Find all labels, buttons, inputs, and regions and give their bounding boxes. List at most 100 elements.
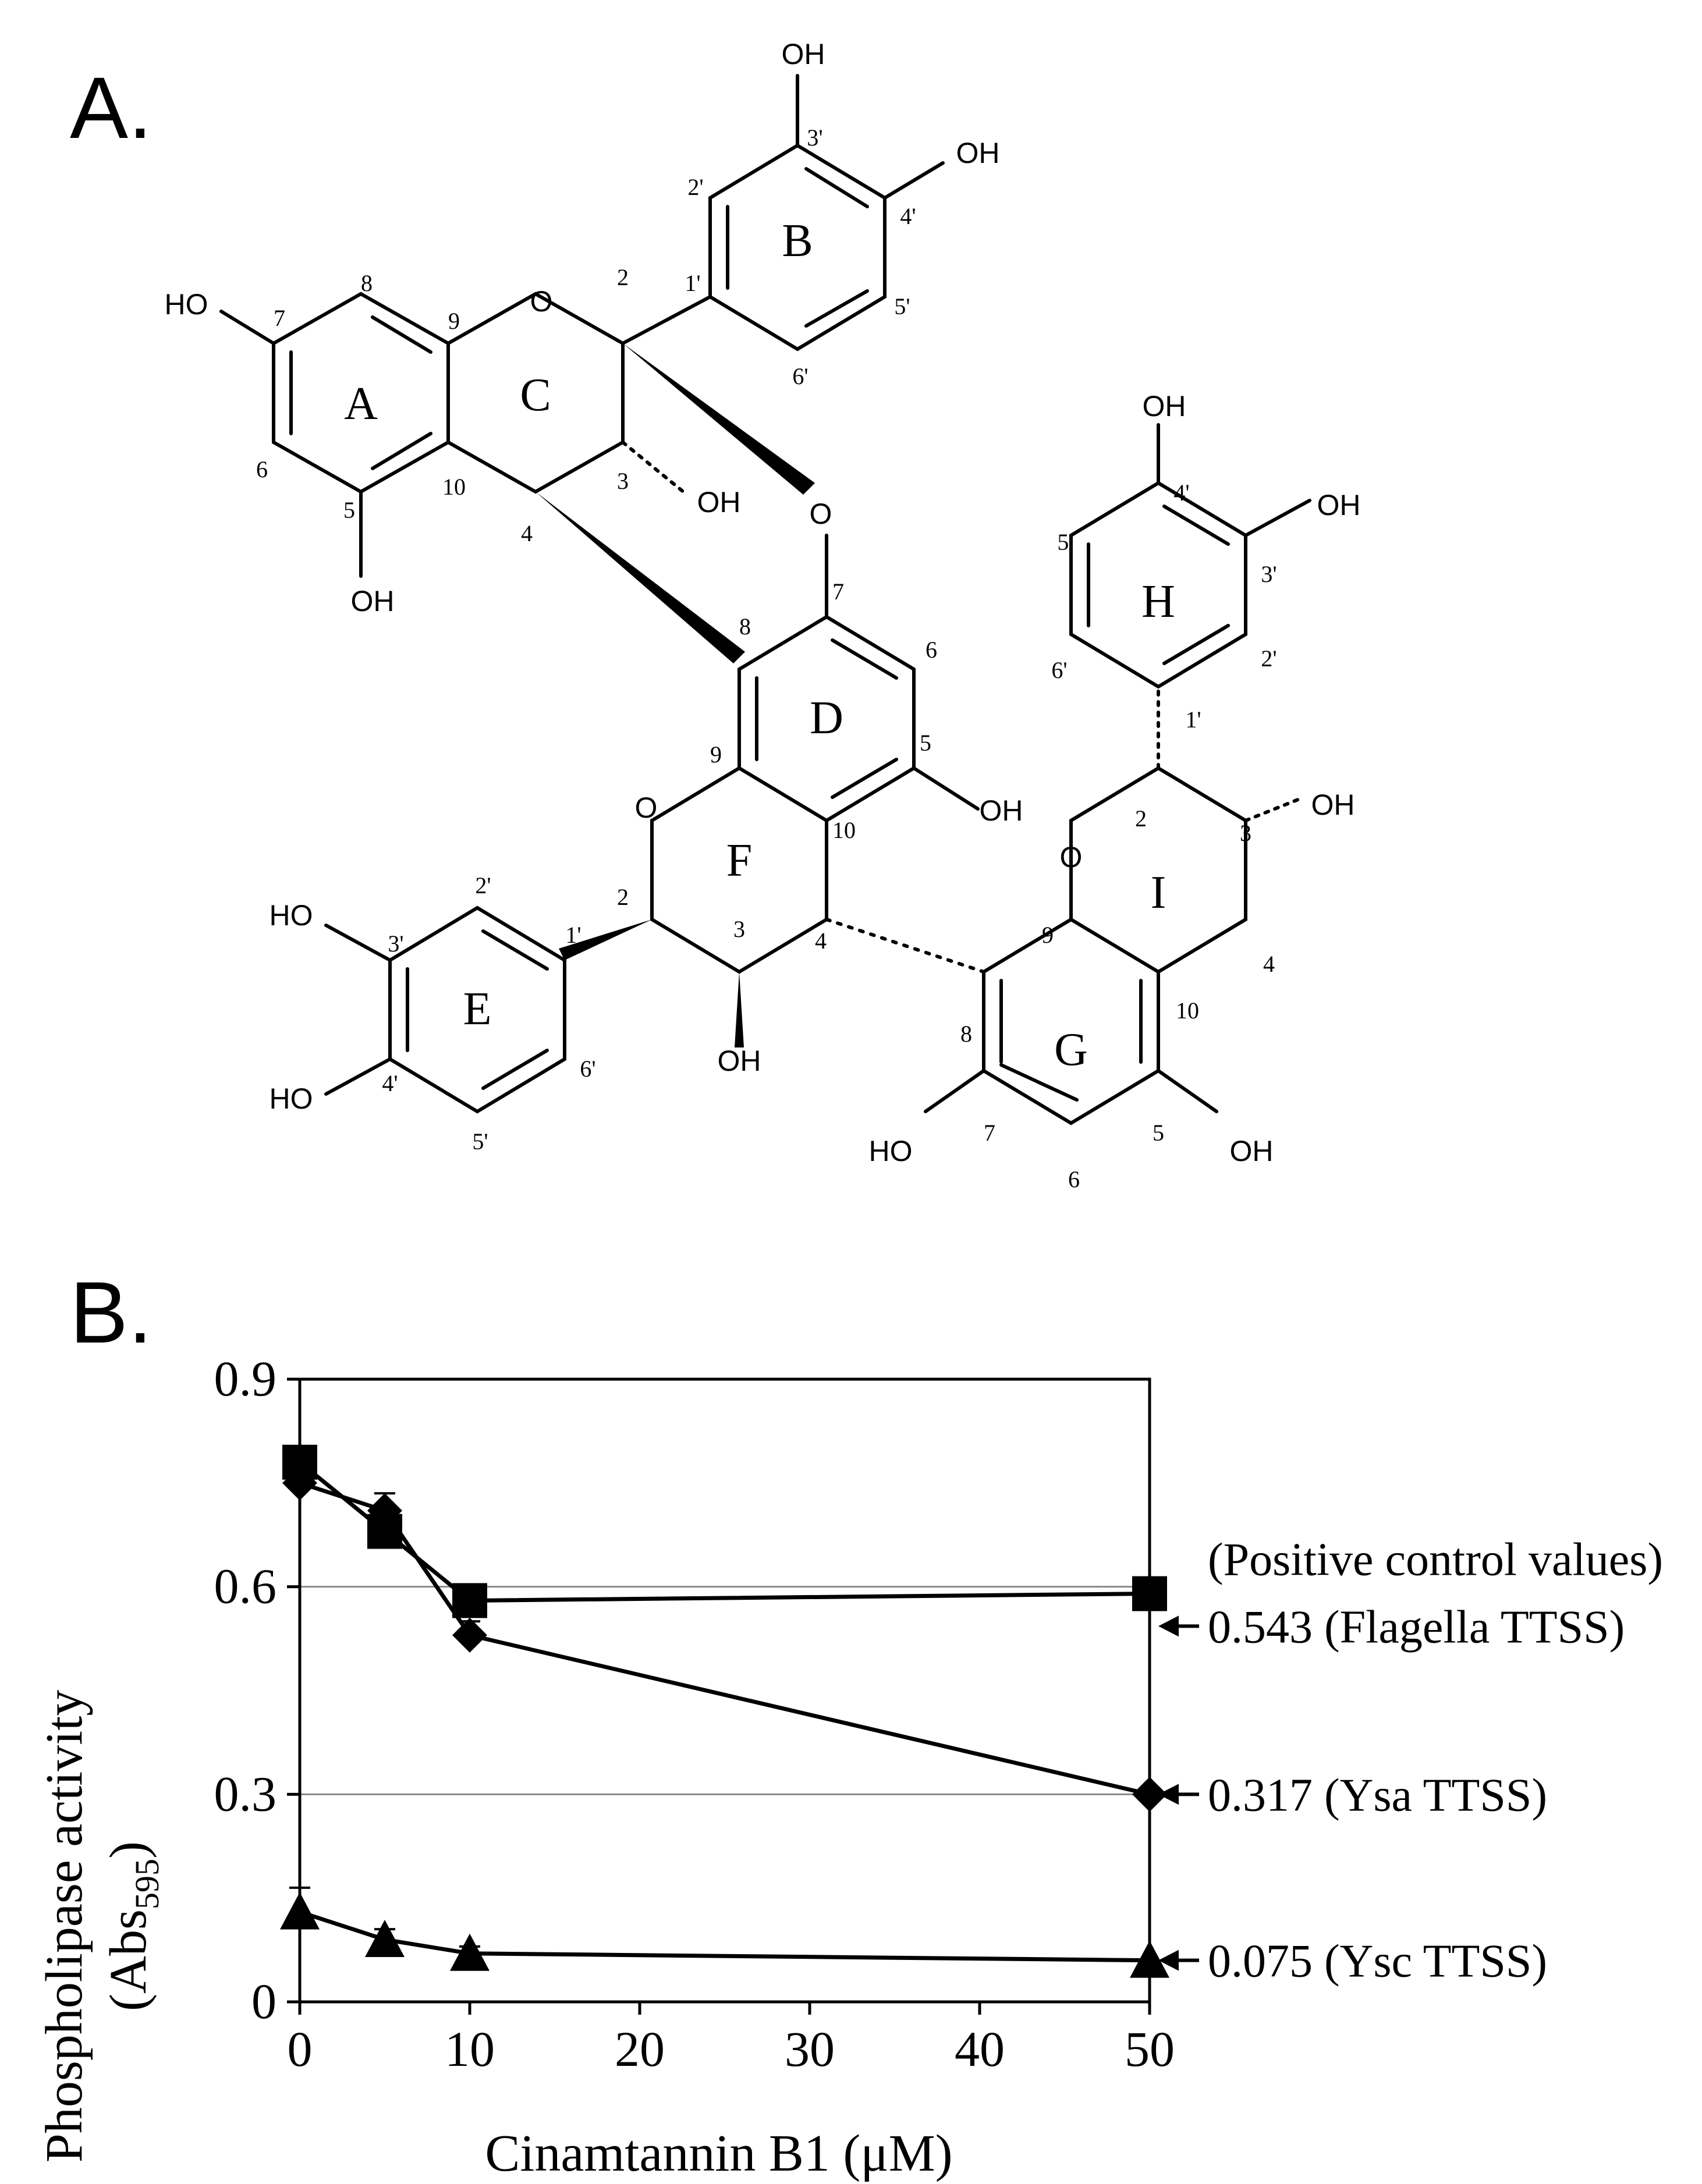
- position-g5: 5: [1153, 1120, 1164, 1146]
- annotation-arrow-head-2: [1158, 1949, 1179, 1971]
- ring-label-a: A: [344, 378, 378, 429]
- ring-label-i: I: [1151, 867, 1166, 918]
- position-i2: 2: [1135, 805, 1147, 832]
- position-a5: 5: [343, 497, 355, 523]
- marker-triangle-1: [365, 1920, 405, 1957]
- position-g7: 7: [984, 1120, 995, 1146]
- position-a10: 10: [442, 474, 466, 500]
- position-b5: 5': [894, 293, 910, 319]
- position-a8: 8: [361, 270, 373, 296]
- marker-triangle-3: [1130, 1940, 1169, 1978]
- position-a9: 9: [448, 308, 460, 334]
- hydroxyl-b4: OH: [956, 137, 1000, 169]
- position-b2: 2': [687, 174, 703, 200]
- hydroxyl-e4: HO: [270, 1082, 313, 1115]
- annotation-arrow-head-0: [1158, 1615, 1179, 1637]
- oxygen-atom-bridge: O: [810, 498, 832, 530]
- position-e5: 5': [472, 1128, 488, 1155]
- y-tick-label-3: 0.9: [214, 1351, 277, 1407]
- hydroxyl-f3: OH: [718, 1045, 761, 1077]
- ring-label-f: F: [726, 835, 753, 886]
- y-axis-label-line1: Phospholipase activity: [36, 1690, 93, 2162]
- hydroxyl-e3: HO: [270, 899, 313, 932]
- position-d9: 9: [710, 741, 722, 768]
- annotation-header: (Positive control values): [1208, 1535, 1663, 1586]
- position-c2: 2: [617, 264, 629, 290]
- annotation-label-1: 0.317 (Ysa TTSS): [1208, 1770, 1547, 1821]
- y-axis-label-close: ): [100, 1841, 157, 1859]
- series-line-triangle: [299, 1910, 1150, 1963]
- x-tick-label-2: 20: [615, 2021, 665, 2077]
- position-h6: 6': [1051, 657, 1067, 683]
- marker-diamond-3: [1132, 1777, 1167, 1812]
- position-d8: 8: [739, 613, 751, 640]
- ring-label-e: E: [463, 983, 492, 1035]
- position-c4: 4: [521, 520, 533, 546]
- position-e2: 2': [475, 872, 491, 899]
- hydroxyl-g5: OH: [1230, 1135, 1274, 1167]
- position-d10: 10: [832, 817, 856, 843]
- position-g9: 9: [1042, 922, 1054, 948]
- position-b4: 4': [900, 203, 916, 229]
- series-line-diamond: [299, 1481, 1150, 1796]
- position-a7: 7: [274, 305, 285, 331]
- hydroxyl-i3: OH: [1311, 789, 1355, 821]
- chemical-structure-diagram: B A C D F E G H I O O O O OH OH HO OH OH…: [165, 38, 1361, 1192]
- position-e3: 3': [388, 931, 403, 957]
- position-i4: 4: [1263, 951, 1275, 977]
- oxygen-atom-i: O: [1060, 841, 1083, 873]
- position-g8: 8: [960, 1021, 972, 1047]
- position-d5: 5: [920, 730, 931, 756]
- position-h2: 2': [1261, 645, 1277, 672]
- position-h5: 5': [1057, 529, 1073, 555]
- oxygen-atom-f: O: [635, 791, 658, 824]
- ring-label-g: G: [1054, 1024, 1088, 1075]
- x-tick-label-1: 10: [445, 2021, 495, 2077]
- position-h3: 3': [1261, 561, 1277, 587]
- annotation-label-0: 0.543 (Flagella TTSS): [1208, 1601, 1625, 1653]
- marker-triangle-0: [280, 1892, 320, 1930]
- marker-diamond-0: [282, 1465, 317, 1501]
- y-axis-label-line2: (Abs595): [100, 1841, 166, 2011]
- ring-label-d: D: [810, 693, 843, 744]
- annotation-label-2: 0.075 (Ysc TTSS): [1208, 1936, 1547, 1987]
- position-e1: 1': [565, 922, 581, 948]
- position-h4: 4': [1173, 480, 1189, 506]
- panel-label-b: B.: [70, 1263, 153, 1361]
- y-tick-label-0: 0: [251, 1973, 276, 2029]
- position-f4: 4: [815, 928, 827, 954]
- hydroxyl-g7: HO: [869, 1135, 913, 1167]
- marker-square-3: [1132, 1576, 1167, 1611]
- position-b1: 1': [685, 270, 700, 296]
- position-a6: 6: [256, 456, 268, 482]
- data-series: [280, 1444, 1169, 1978]
- position-g10: 10: [1176, 997, 1199, 1024]
- position-e6: 6': [580, 1056, 595, 1082]
- hydroxyl-h3: OH: [1317, 489, 1361, 521]
- marker-diamond-1: [367, 1493, 402, 1528]
- position-h1: 1': [1185, 706, 1201, 733]
- y-tick-label-2: 0.6: [214, 1558, 277, 1614]
- position-d7: 7: [832, 578, 844, 605]
- annotation-arrow-head-1: [1158, 1784, 1179, 1805]
- x-tick-label-4: 40: [955, 2021, 1005, 2077]
- ring-g-bonds: [982, 917, 1160, 1125]
- marker-square-2: [452, 1583, 487, 1618]
- hydroxyl-h4: OH: [1143, 390, 1186, 422]
- position-f3: 3: [733, 916, 745, 942]
- panel-label-a: A.: [70, 59, 153, 157]
- ring-label-c: C: [520, 370, 551, 421]
- hydroxyl-a7: HO: [165, 288, 208, 321]
- hydroxyl-a5: OH: [351, 585, 395, 617]
- x-tick-label-5: 50: [1125, 2021, 1175, 2077]
- hydroxyl-b3: OH: [782, 38, 825, 70]
- marker-triangle-2: [450, 1933, 490, 1971]
- y-axis-label: Phospholipase activity (Abs595): [36, 1690, 166, 2162]
- hydroxyl-c3: OH: [697, 486, 741, 519]
- gridlines: [300, 1586, 1150, 1795]
- series-line-square: [298, 1460, 1150, 1603]
- y-tick-label-1: 0.3: [214, 1766, 277, 1821]
- position-b6: 6': [792, 363, 808, 389]
